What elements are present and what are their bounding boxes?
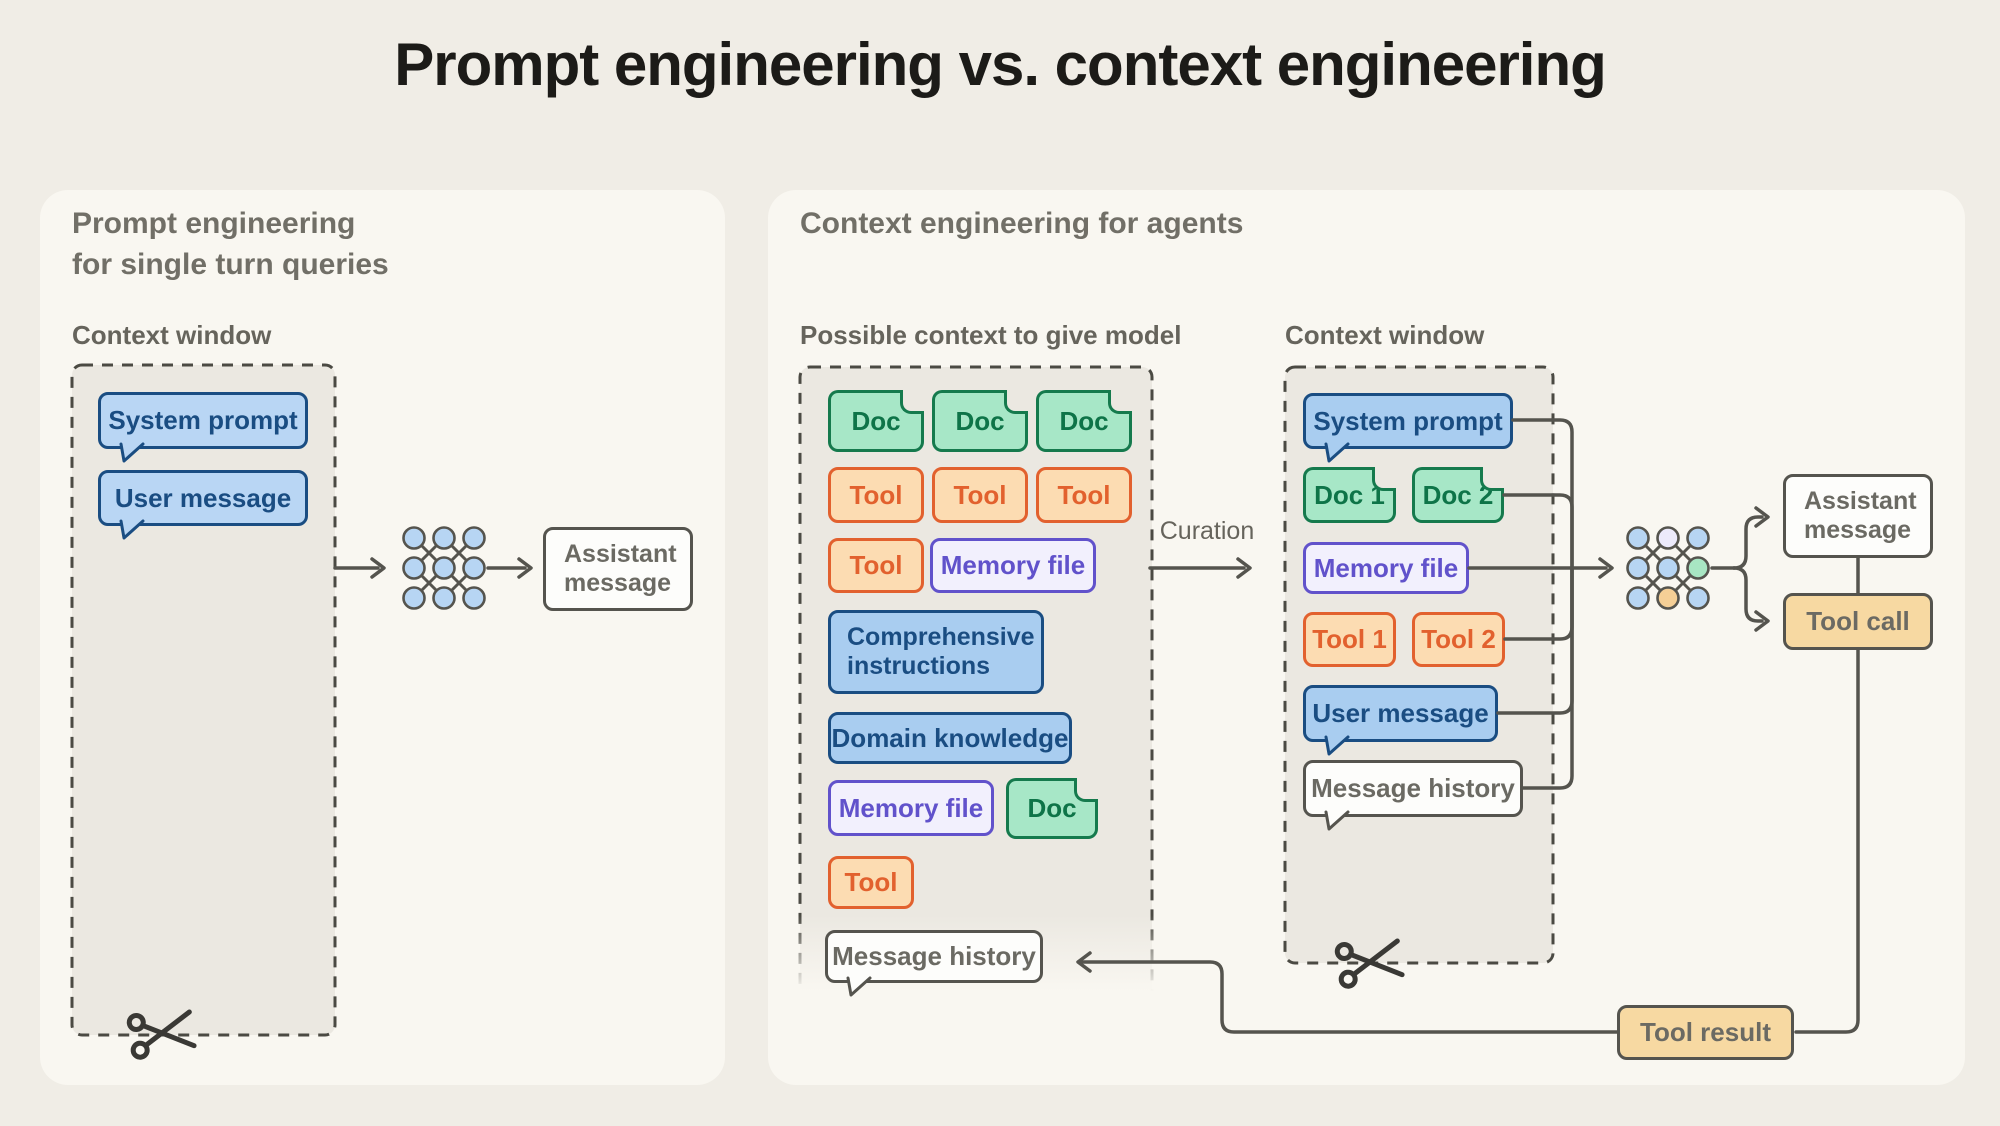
doc-item: Doc (828, 390, 924, 452)
left-heading-line1: Prompt engineering (72, 207, 356, 240)
doc-label: Doc (955, 405, 1005, 436)
doc-label: Doc (1059, 405, 1109, 436)
user-message-bubble: User message (98, 470, 308, 540)
tool-item: Tool (828, 467, 924, 523)
tool-item: Tool (828, 538, 924, 593)
tool-label: Tool (844, 867, 898, 897)
tool-label: Tool (1057, 479, 1111, 510)
tool-label: Tool 1 (1312, 624, 1387, 654)
doc-item: Doc (932, 390, 1028, 452)
message-history-label: Message history (832, 941, 1036, 971)
memory-file-item: Memory file (930, 538, 1096, 593)
system-prompt-bubble: System prompt (1303, 393, 1513, 463)
assistant-message-label: Assistant message (1804, 486, 1917, 545)
assistant-message-label: Assistant message (564, 539, 677, 598)
doc-item: Doc (1006, 778, 1098, 839)
bubble-tail (1324, 735, 1350, 756)
tool-item: Tool (1036, 467, 1132, 523)
bubble-tail (119, 519, 145, 540)
left-panel-heading: Prompt engineering for single turn queri… (72, 203, 389, 285)
assistant-message-box: Assistant message (1783, 474, 1933, 558)
bubble-tail (1324, 442, 1350, 463)
memory-file-item: Memory file (1303, 542, 1469, 594)
possible-context-label: Possible context to give model (800, 320, 1182, 350)
left-context-window-label: Context window (72, 320, 272, 350)
memory-file-label: Memory file (940, 550, 1086, 580)
message-history-bubble: Message history (825, 930, 1043, 997)
comprehensive-instructions-label: Comprehensive instructions (847, 622, 1035, 681)
memory-file-label: Memory file (1313, 552, 1459, 583)
tool-result-box: Tool result (1617, 1005, 1794, 1060)
tool-item: Tool 2 (1412, 612, 1505, 667)
bubble-tail (119, 442, 145, 463)
comprehensive-instructions-item: Comprehensive instructions (828, 610, 1044, 694)
memory-file-item: Memory file (828, 780, 994, 836)
assistant-message-box: Assistant message (543, 527, 693, 611)
doc-item: Doc (1036, 390, 1132, 452)
memory-file-label: Memory file (838, 792, 984, 823)
tool-label: Tool (849, 479, 903, 510)
tool-label: Tool (953, 479, 1007, 510)
doc-label: Doc (851, 405, 901, 436)
doc-item: Doc 1 (1303, 467, 1396, 523)
tool-call-box: Tool call (1783, 593, 1933, 650)
right-panel-heading: Context engineering for agents (800, 207, 1244, 240)
page-title: Prompt engineering vs. context engineeri… (394, 31, 1607, 98)
message-history-bubble: Message history (1303, 760, 1523, 831)
doc-label: Doc 2 (1422, 479, 1494, 510)
system-prompt-bubble: System prompt (98, 392, 308, 463)
domain-knowledge-item: Domain knowledge (828, 712, 1072, 764)
user-message-label: User message (1312, 698, 1489, 728)
system-prompt-label: System prompt (108, 405, 298, 435)
tool-label: Tool (849, 550, 903, 580)
tool-item: Tool (828, 856, 914, 909)
curation-label: Curation (1159, 517, 1255, 545)
tool-call-label: Tool call (1806, 606, 1910, 636)
user-message-bubble: User message (1303, 685, 1498, 756)
tool-item: Tool (932, 467, 1028, 523)
user-message-label: User message (114, 482, 292, 513)
bubble-tail (1324, 810, 1350, 831)
domain-knowledge-label: Domain knowledge (831, 722, 1069, 753)
tool-label: Tool 2 (1421, 624, 1496, 654)
doc-label: Doc (1027, 793, 1077, 823)
agent-context-window-label: Context window (1285, 320, 1485, 350)
doc-item: Doc 2 (1412, 467, 1504, 523)
doc-label: Doc 1 (1314, 479, 1385, 510)
left-heading-line2: for single turn queries (72, 248, 389, 281)
system-prompt-label: System prompt (1313, 405, 1503, 436)
tool-item: Tool 1 (1303, 612, 1396, 667)
bubble-tail (846, 976, 872, 997)
tool-result-label: Tool result (1640, 1017, 1771, 1047)
message-history-label: Message history (1311, 773, 1515, 803)
